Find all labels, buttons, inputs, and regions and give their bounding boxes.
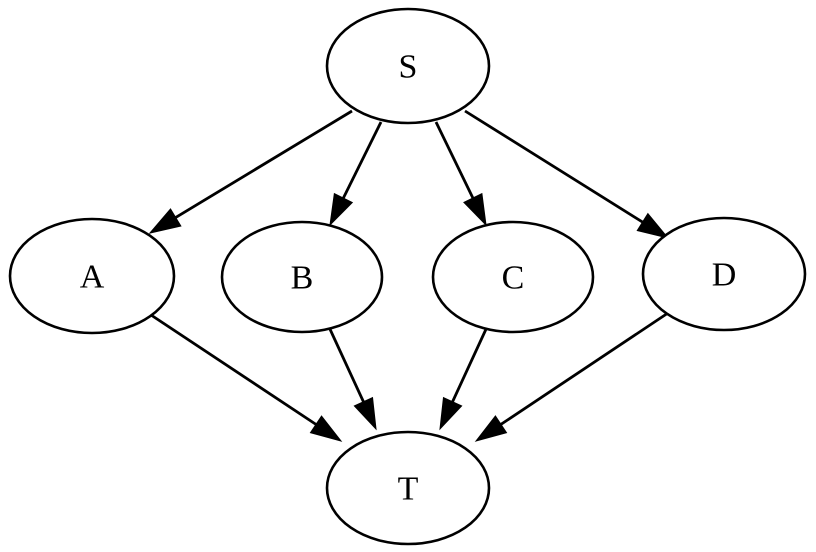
edge-line [340,121,383,203]
edge-line [434,121,476,203]
arrowhead-icon [474,415,508,442]
arrowhead-icon [439,396,463,431]
node-shape[interactable] [8,217,176,335]
edge-line [496,311,669,428]
arrowhead-icon [353,396,377,431]
node-shape[interactable] [325,430,491,546]
node-shape[interactable] [220,220,384,334]
edge-s-b [329,121,383,227]
edge-d-t [474,311,669,442]
arrowhead-icon [636,212,670,239]
node-s[interactable]: S [325,7,491,125]
edge-a-t [147,311,343,442]
edge-s-c [434,121,487,227]
edge-line [171,109,353,221]
edge-line [147,311,321,428]
edge-c-t [439,326,489,431]
edge-s-a [148,109,353,234]
node-d[interactable]: D [641,216,807,332]
node-a[interactable]: A [8,217,176,335]
node-shape[interactable] [641,216,807,332]
arrowhead-icon [463,192,487,227]
node-shape[interactable] [325,7,491,125]
node-c[interactable]: C [431,220,595,334]
node-shape[interactable] [431,220,595,334]
arrowhead-icon [148,208,182,234]
node-b[interactable]: B [220,220,384,334]
edges-layer [147,109,670,442]
edge-b-t [327,326,377,431]
node-t[interactable]: T [325,430,491,546]
edge-s-d [464,109,670,239]
arrowhead-icon [309,415,343,442]
edge-line [464,109,647,226]
arrowhead-icon [329,192,354,227]
edge-line [449,326,489,406]
edge-line [327,326,367,406]
